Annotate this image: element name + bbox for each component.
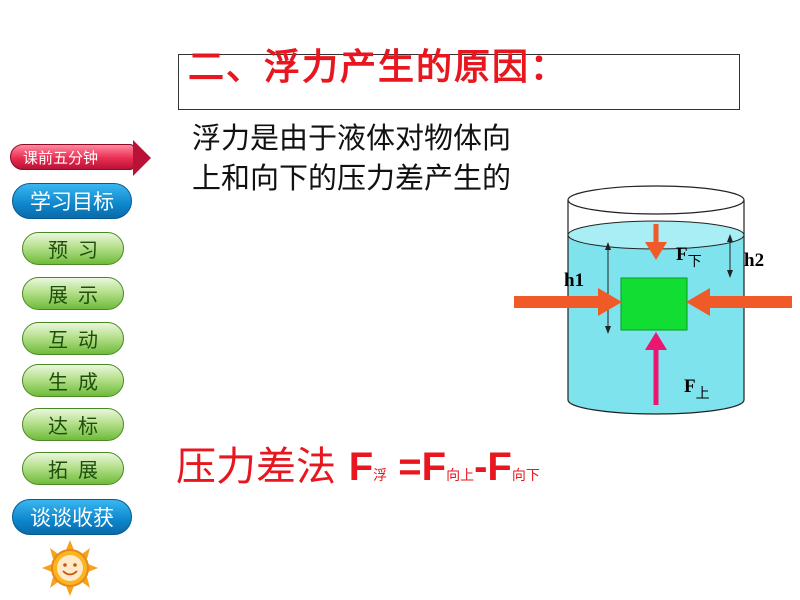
formula-minus: - — [474, 445, 488, 489]
h1-arrowhead-bottom — [605, 326, 611, 334]
nav-extend-button[interactable]: 拓展 — [22, 452, 124, 485]
nav-label: 拓展 — [48, 458, 108, 482]
description: 浮力是由于液体对物体向 上和向下的压力差产生的 — [192, 118, 511, 198]
sun-smiley-icon[interactable] — [40, 540, 100, 596]
beaker-rim — [567, 185, 745, 215]
nav-label: 生成 — [48, 370, 108, 394]
h2-label: h2 — [744, 250, 764, 271]
h1-arrowhead-top — [605, 242, 611, 250]
formula-f-up: F — [421, 445, 447, 489]
formula: 压力差法 F浮 =F向上-F向下 — [176, 434, 540, 492]
nav-label: 谈谈收获 — [30, 506, 114, 530]
h2-arrowhead-bottom — [727, 270, 733, 278]
formula-f-buoyancy: F — [348, 445, 374, 489]
h1-label: h1 — [564, 270, 584, 291]
description-line-1: 浮力是由于液体对物体向 — [192, 121, 512, 155]
f-up-label: F上 — [684, 376, 710, 402]
formula-equals: = — [387, 445, 422, 489]
formula-f-buoyancy-sub: 浮 — [373, 468, 388, 484]
nav-label: 预习 — [48, 238, 108, 262]
nav-preview-button[interactable]: 预习 — [22, 232, 124, 265]
title-frame — [178, 54, 740, 110]
formula-f-down-sub: 向下 — [511, 468, 540, 484]
submerged-block — [620, 277, 688, 331]
slide-title: 二、浮力产生的原因： — [188, 47, 569, 88]
upward-force-arrowhead — [645, 332, 667, 350]
h2-arrowhead-top — [727, 234, 733, 242]
nav-label: 课前五分钟 — [23, 148, 99, 167]
nav-interact-button[interactable]: 互动 — [22, 322, 124, 355]
nav-learning-goals-button[interactable]: 学习目标 — [12, 183, 132, 219]
nav-label: 互动 — [48, 328, 108, 352]
f-down-label: F下 — [676, 244, 702, 270]
downward-force-arrowhead — [645, 242, 667, 260]
formula-prefix: 压力差法 — [176, 444, 349, 490]
formula-f-down: F — [487, 445, 512, 489]
nav-label: 达标 — [48, 414, 108, 438]
left-force-arrowhead — [598, 288, 622, 316]
nav-display-button[interactable]: 展示 — [22, 277, 124, 310]
nav-pre-class-button[interactable]: 课前五分钟 — [10, 140, 151, 176]
nav-label: 展示 — [48, 283, 108, 307]
formula-f-up-sub: 向上 — [446, 468, 475, 484]
nav-generate-button[interactable]: 生成 — [22, 364, 124, 397]
nav-standard-button[interactable]: 达标 — [22, 408, 124, 441]
nav-label: 学习目标 — [30, 190, 114, 214]
buoyancy-diagram: h1 h2 F下 F上 — [514, 185, 792, 415]
description-line-2: 上和向下的压力差产生的 — [192, 161, 512, 195]
right-force-arrowhead — [686, 288, 710, 316]
nav-harvest-button[interactable]: 谈谈收获 — [12, 499, 132, 535]
